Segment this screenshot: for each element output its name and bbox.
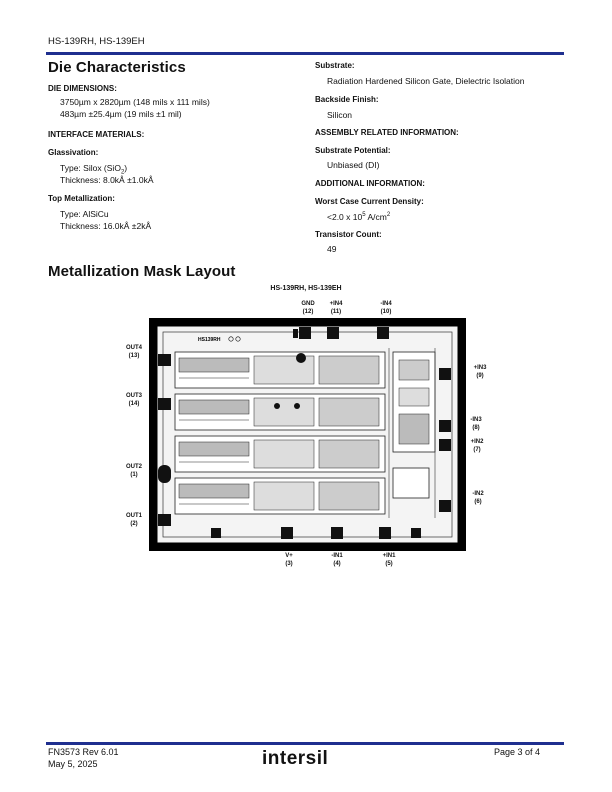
pin-label-out4: OUT4(13) [125,345,142,359]
substrate-potential-label: Substrate Potential: [315,146,391,155]
glassivation-type: Type: Silox (SiO2) [60,163,128,176]
mask-layout-title: Metallization Mask Layout [48,263,236,280]
pad-out4 [158,354,171,366]
pad-in1-minus [331,527,343,539]
pad-in2-plus [439,439,451,451]
doc-date: May 5, 2025 [48,759,98,769]
pad-out3 [158,398,171,410]
intersil-logo: intersil [262,748,329,769]
pad-out1 [158,514,171,526]
pad-out2 [158,465,171,483]
pad-vplus [281,527,293,539]
die-diagram-title: HS-139RH, HS-139EH [270,285,342,292]
pad-in4-minus [377,327,389,339]
pin-label-in4-plus: +IN4(11) [329,301,343,315]
pin-label-in2-plus: +IN2(7) [470,439,484,453]
pin-label-gnd: GND(12) [301,301,315,315]
comparator-block-2 [174,435,386,473]
comparator-block-1 [174,477,386,515]
pad-in2-minus [439,500,451,512]
pin-label-in3-minus: -IN3(8) [470,417,482,431]
pin-label-in4-minus: -IN4(10) [380,301,392,315]
die-dimensions-label: DIE DIMENSIONS: [48,84,117,93]
current-density-label: Worst Case Current Density: [315,197,424,206]
pin-label-in1-plus: +IN1(5) [382,553,396,567]
die-thickness-value: 483µm ±25.4µm (19 mils ±1 mil) [60,109,182,119]
pin-label-vplus: V+(3) [285,553,293,567]
die-dimensions-value: 3750µm x 2820µm (148 mils x 111 mils) [60,97,210,107]
metallization-thickness: Thickness: 16.0kÅ ±2kÅ [60,221,152,231]
substrate-value: Radiation Hardened Silicon Gate, Dielect… [327,76,525,86]
die-characteristics-title: Die Characteristics [48,59,186,76]
die-layout-image: HS139RH [149,318,466,551]
transistor-count-value: 49 [327,244,337,254]
substrate-label: Substrate: [315,61,355,70]
additional-info-label: ADDITIONAL INFORMATION: [315,179,425,188]
chip-label: HS139RH [198,337,221,343]
transistor-count-label: Transistor Count: [315,230,382,239]
pin-label-out1: OUT1(2) [125,513,142,527]
comparator-block-3 [174,393,386,431]
pin-label-out3: OUT3(14) [125,393,142,407]
pad-in3-minus [439,420,451,432]
glassivation-thickness: Thickness: 8.0kÅ ±1.0kÅ [60,175,154,185]
interface-materials-label: INTERFACE MATERIALS: [48,130,145,139]
metallization-type: Type: AlSiCu [60,209,109,219]
header-part-number: HS-139RH, HS-139EH [48,36,145,47]
footer-rule [46,742,564,745]
pad-gnd [299,327,311,339]
top-metallization-label: Top Metallization: [48,194,115,203]
page-number: Page 3 of 4 [494,747,541,757]
pin-label-out2: OUT2(1) [125,464,142,478]
pad-in4-plus [327,327,339,339]
header-rule [46,52,564,55]
glassivation-label: Glassivation: [48,148,99,157]
doc-revision: FN3573 Rev 6.01 [48,747,119,757]
substrate-potential-value: Unbiased (DI) [327,160,380,170]
pin-label-in3-plus: +IN3(9) [473,365,487,379]
current-density-value: <2.0 x 105 A/cm2 [327,211,391,222]
backside-finish-value: Silicon [327,110,353,120]
pad-in3-plus [439,368,451,380]
comparator-block-4 [174,351,386,389]
pin-label-in1-minus: -IN1(4) [331,553,343,567]
assembly-info-label: ASSEMBLY RELATED INFORMATION: [315,128,459,137]
pad-in1-plus [379,527,391,539]
pin-label-in2-minus: -IN2(6) [472,491,484,505]
backside-finish-label: Backside Finish: [315,95,379,104]
